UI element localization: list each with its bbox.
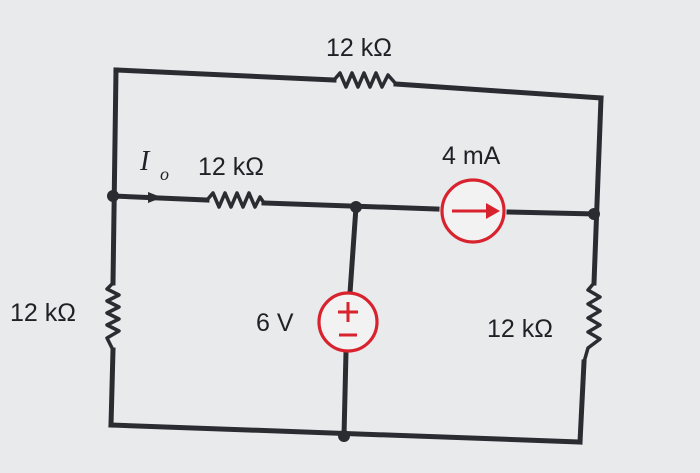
wire-center-lower [341,349,349,439]
io-arrow-icon [148,192,162,203]
wire-center-upper [347,204,359,296]
wires [108,67,604,445]
node-center-bottom [338,430,350,442]
label-resistor-middle: 12 kΩ [198,153,264,181]
resistor-left [105,281,121,351]
node-left-mid [107,190,119,202]
resistor-top [332,71,398,89]
label-current-io: I [139,146,151,177]
wire-top-right [393,81,604,101]
wire-right-upper [591,95,604,286]
wire-mid-right [506,209,597,217]
label-resistor-top: 12 kΩ [326,34,392,62]
label-current-source: 4 mA [442,142,501,170]
current-source-arrowhead-icon [486,203,500,219]
wire-right-lower [577,359,587,445]
resistor-middle [205,191,266,209]
node-right-mid [588,208,600,220]
node-center-top [350,201,362,213]
wire-left-lower [108,347,116,428]
wire-left-upper [110,67,119,286]
label-resistor-left: 12 kΩ [10,299,76,327]
voltage-source [317,291,379,353]
wire-top-left [113,67,337,83]
current-source [440,178,506,244]
label-voltage-source: 6 V [256,309,294,337]
label-resistor-right: 12 kΩ [487,315,553,343]
voltage-plus-icon [338,302,358,322]
label-current-io-subscript: o [160,164,169,184]
resistor-right [582,281,602,363]
